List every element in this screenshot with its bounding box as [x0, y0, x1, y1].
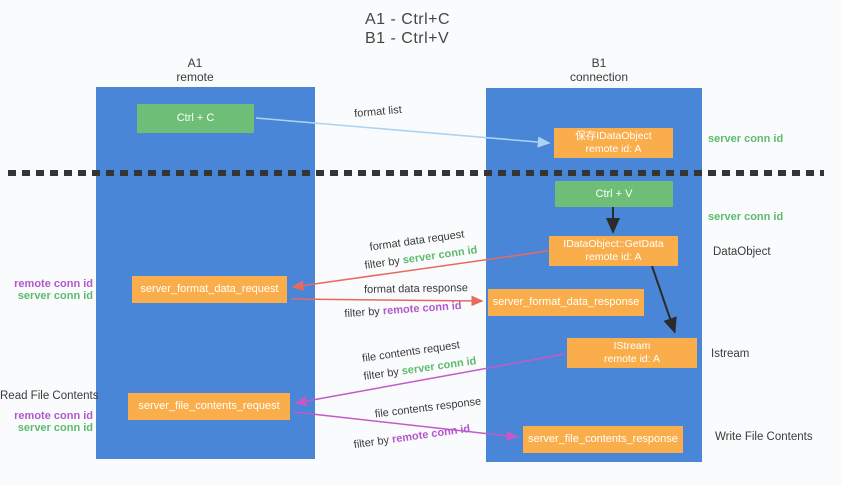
- annotation-write-file-contents: Write File Contents: [715, 431, 813, 443]
- remote-conn-id-text: remote conn id: [391, 422, 471, 446]
- node-server-format-data-response-label: server_format_data_response: [492, 296, 640, 308]
- node-ctrl-c: Ctrl + C: [137, 104, 254, 133]
- node-server-format-data-request: server_format_data_request: [132, 276, 287, 303]
- filter-by-text: filter by: [363, 254, 404, 272]
- node-istream-line1: IStream: [613, 340, 651, 352]
- title-line-2: B1 - Ctrl+V: [365, 30, 450, 47]
- column-b1-name: B1: [591, 56, 607, 70]
- label-format-data-response: format data response: [363, 282, 469, 296]
- remote-conn-id-text: remote conn id: [382, 299, 462, 318]
- filter-by-text: filter by: [344, 305, 384, 321]
- label-filter-by-remote-conn-id-2: filter by remote conn id: [353, 423, 471, 451]
- node-save-idataobject: 保存IDataObject remote id: A: [554, 128, 673, 158]
- separator-dotted-line: [8, 170, 824, 176]
- server-conn-id-text: server conn id: [400, 355, 478, 378]
- node-server-file-contents-response-label: server_file_contents_response: [528, 433, 678, 445]
- label-filter-by-remote-conn-id-1: filter by remote conn id: [344, 300, 462, 320]
- column-a1-name: A1: [187, 56, 203, 70]
- annotation-server-conn-id-mid: server conn id: [708, 211, 784, 223]
- node-ctrl-v-label: Ctrl + V: [595, 187, 633, 200]
- title-line-1: A1 - Ctrl+C: [365, 11, 451, 28]
- label-format-list: format list: [353, 103, 403, 121]
- node-istream-line2: remote id: A: [603, 353, 661, 365]
- node-ctrl-v: Ctrl + V: [555, 181, 673, 207]
- node-server-format-data-response: server_format_data_response: [488, 289, 644, 316]
- column-header-a1: A1 remote: [125, 56, 265, 84]
- annotation-server-conn-id-2: server conn id: [17, 422, 93, 434]
- node-server-format-data-request-label: server_format_data_request: [140, 283, 279, 295]
- node-server-file-contents-request: server_file_contents_request: [128, 393, 290, 420]
- annotation-remote-conn-id-2: remote conn id: [14, 410, 93, 422]
- node-ctrl-c-label: Ctrl + C: [176, 112, 215, 124]
- diagram-title: A1 - Ctrl+C B1 - Ctrl+V: [365, 10, 450, 48]
- label-file-contents-response: file contents response: [374, 395, 482, 421]
- column-b1-subtitle: connection: [569, 70, 629, 84]
- annotation-read-file-contents: Read File Contents: [0, 390, 99, 402]
- node-idataobject-getdata-line2: remote id: A: [585, 251, 642, 263]
- node-server-file-contents-request-label: server_file_contents_request: [138, 400, 280, 412]
- node-idataobject-getdata: IDataObject::GetData remote id: A: [549, 236, 678, 266]
- column-a1-subtitle: remote: [176, 70, 214, 84]
- annotation-server-conn-id-1: server conn id: [17, 290, 93, 302]
- annotation-dataobject: DataObject: [713, 246, 771, 258]
- node-idataobject-getdata-line1: IDataObject::GetData: [563, 238, 664, 250]
- filter-by-text: filter by: [353, 433, 393, 452]
- node-save-idataobject-line2: remote id: A: [585, 143, 642, 155]
- node-save-idataobject-line1: 保存IDataObject: [575, 130, 652, 142]
- annotation-istream: Istream: [711, 348, 750, 360]
- annotation-remote-conn-id-1: remote conn id: [14, 278, 93, 290]
- node-server-file-contents-response: server_file_contents_response: [523, 426, 683, 453]
- filter-by-text: filter by: [362, 365, 403, 383]
- annotation-server-conn-id-top: server conn id: [708, 133, 784, 145]
- node-istream: IStream remote id: A: [567, 338, 697, 368]
- column-header-b1: B1 connection: [529, 56, 669, 84]
